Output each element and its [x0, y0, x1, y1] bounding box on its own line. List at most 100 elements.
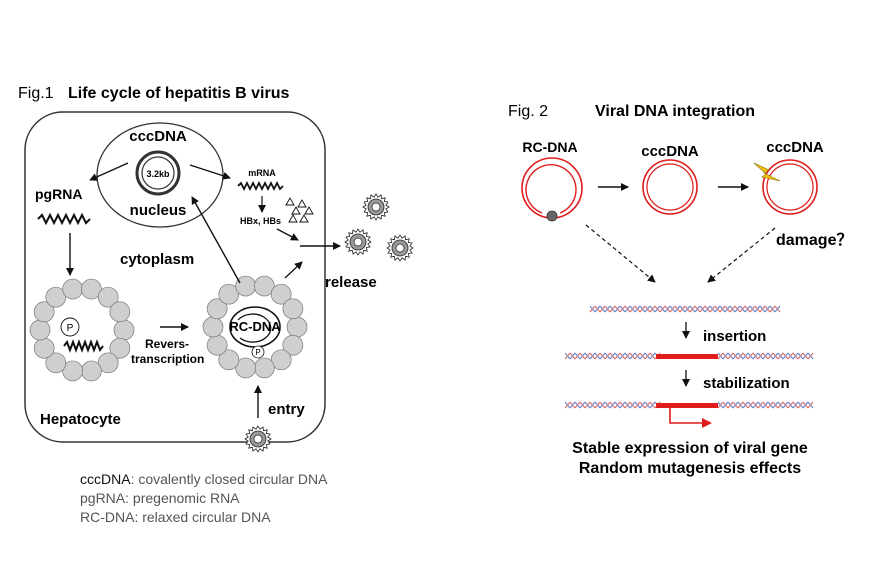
rcdna-gapped-strand [525, 163, 577, 214]
capsid-bead [206, 298, 228, 320]
insertion-label: insertion [703, 328, 766, 345]
cccdna-inner-circle [646, 163, 694, 211]
rcdna-inner-strand [237, 313, 272, 343]
capsid-bead [97, 286, 119, 308]
capsid-bead [62, 360, 84, 382]
released-virions [344, 193, 414, 262]
capsid-bead [80, 278, 102, 300]
capsid-bead [235, 275, 257, 297]
fig2-title: Viral DNA integration [595, 103, 755, 120]
capsid-bead [270, 349, 292, 371]
nucleus-label: nucleus [130, 202, 187, 219]
fig2-damaged-cccdna-label: cccDNA [766, 139, 824, 156]
capsid-bead [202, 316, 224, 338]
dashed-arrow-cccdna-to-genome [707, 227, 776, 283]
virion-core [253, 434, 263, 444]
fig1-title: Life cycle of hepatitis B virus [68, 85, 290, 102]
lightning-icon [753, 162, 781, 182]
mrna-label: mRNA [248, 168, 276, 178]
capsid-bead [218, 283, 240, 305]
rt-label-line1: Revers- [145, 337, 189, 351]
hbs-triangles [285, 197, 314, 223]
legend-term: cccDNA [80, 471, 131, 487]
legend-item-cccdna: cccDNA: covalently closed circular DNA [80, 471, 327, 487]
capsid-bead [45, 352, 67, 374]
fig1-label: Fig.1 [18, 85, 54, 102]
capsid-bead [282, 334, 304, 356]
host-genome-intact [589, 305, 781, 313]
hepatocyte-label: Hepatocyte [40, 411, 121, 428]
pgrna-capsid [29, 278, 135, 382]
virion-core [395, 243, 405, 253]
phospho-label-right: P [255, 348, 260, 357]
stabilized-viral-segment [656, 403, 718, 408]
pgrna-wave [37, 212, 91, 226]
nucleus-cccdna-label: cccDNA [129, 128, 187, 145]
cccdna-circle-outer [135, 150, 181, 196]
damaged-cccdna-outer-circle [762, 159, 818, 215]
fig1-panel: Fig.1 Life cycle of hepatitis B virus cc… [18, 85, 414, 453]
legend-item-pgrna: pgRNA: pregenomic RNA [80, 490, 240, 506]
phospho-label-left: P [67, 323, 74, 334]
legend-desc: : pregenomic RNA [125, 490, 240, 506]
arrow-cccdna-to-mrna [189, 164, 231, 180]
damaged-cccdna-inner-circle [766, 163, 814, 211]
legend-item-rcdna: RC-DNA: relaxed circular DNA [80, 509, 271, 525]
cccdna-circle-inner [141, 156, 175, 190]
protein-label: HBx, HBs [240, 216, 281, 226]
viral-insert-segment [656, 354, 718, 359]
capsid-bead [109, 301, 131, 323]
phospho-marker-right [251, 345, 265, 359]
pgrna-label: pgRNA [35, 186, 82, 202]
outcome-line2: Random mutagenesis effects [579, 460, 801, 477]
virion-core [353, 237, 363, 247]
capsid-bead [97, 352, 119, 374]
capsid-bead [29, 319, 51, 341]
entering-virion [244, 425, 272, 453]
damage-label: damage？ [776, 232, 852, 249]
entry-label: entry [268, 401, 305, 418]
legend-term: pgRNA [80, 490, 126, 506]
capsid-bead [286, 316, 308, 338]
rcdna-capsid [202, 275, 308, 379]
host-genome-inserted [564, 352, 814, 360]
capsid-bead [80, 360, 102, 382]
capsid-bead [282, 298, 304, 320]
cccdna-outer-circle [642, 159, 698, 215]
rcdna-capsid-label: RC-DNA [229, 319, 281, 334]
arrow-proteins-to-assembly [276, 228, 299, 241]
dashed-arrow-rcdna-to-genome [585, 224, 656, 283]
mrna-wave [237, 180, 284, 192]
cytoplasm-label: cytoplasm [120, 251, 194, 268]
stabilization-label: stabilization [703, 375, 790, 392]
capsid-bead [253, 357, 275, 379]
release-label: release [325, 274, 377, 291]
genome-size-label: 3.2kb [146, 169, 170, 179]
arrow-rcdna-to-nucleus [191, 196, 241, 284]
hepatocyte-cell-outline [24, 111, 326, 443]
arrow-cccdna-to-pgrna [89, 162, 129, 181]
capsid-bead [206, 334, 228, 356]
rt-label-line2: transcription [131, 352, 204, 366]
rcdna-polymerase-dot [546, 210, 558, 222]
virion-core [371, 202, 381, 212]
fig2-label: Fig. 2 [508, 103, 548, 120]
capsid-bead [235, 357, 257, 379]
legend-desc: : covalently closed circular DNA [130, 471, 328, 487]
legend-desc: : relaxed circular DNA [134, 509, 271, 525]
capsid-pgrna-wave [63, 339, 104, 353]
capsid-bead [45, 286, 67, 308]
outcome-line1: Stable expression of viral gene [572, 440, 808, 457]
fig2-rcdna-label: RC-DNA [522, 139, 577, 155]
capsid-bead [253, 275, 275, 297]
rcdna-outer-circle [521, 157, 583, 219]
fig2-panel: Fig. 2 Viral DNA integration RC-DNA cccD… [508, 103, 852, 477]
capsid-bead [113, 319, 135, 341]
capsid-bead [62, 278, 84, 300]
arrow-capsid-to-release [284, 261, 303, 279]
phospho-marker-left [60, 317, 80, 337]
capsid-bead [270, 283, 292, 305]
capsid-bead [33, 337, 55, 359]
capsid-bead [218, 349, 240, 371]
